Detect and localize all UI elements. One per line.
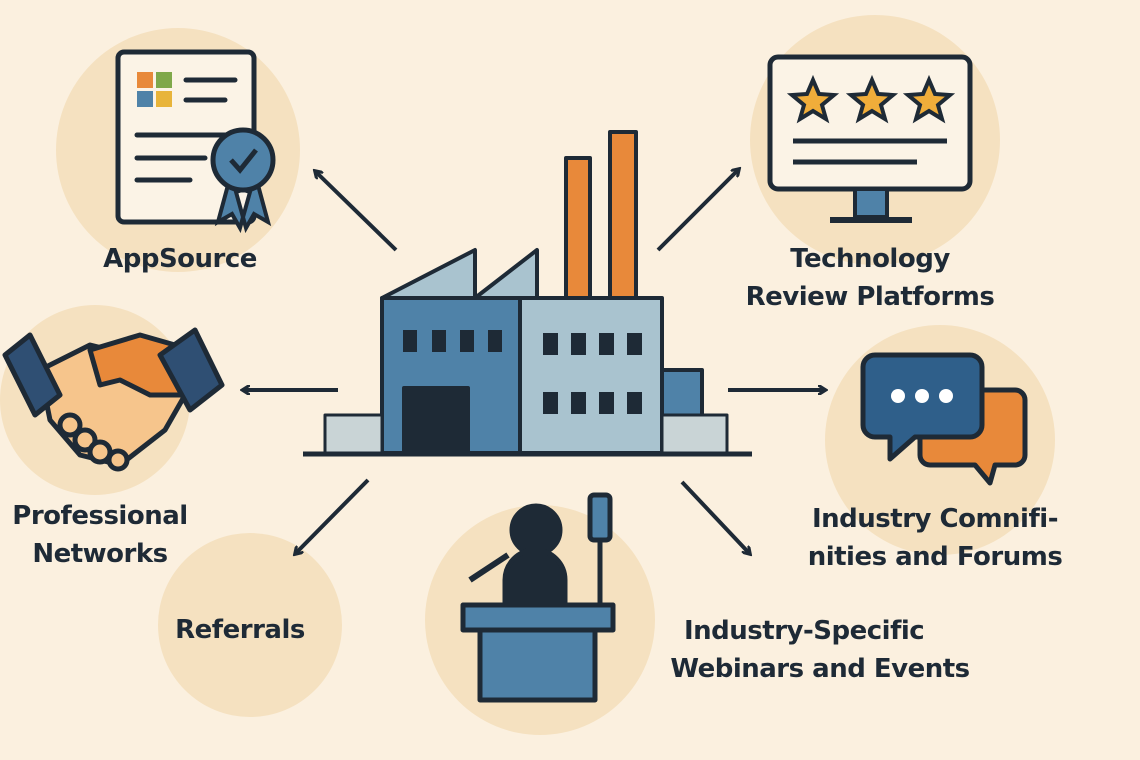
label-text: Referrals — [175, 615, 305, 645]
factory-icon — [303, 130, 752, 457]
handshake-icon — [2, 327, 225, 472]
label-line: Networks — [32, 539, 168, 569]
podium-speaker-icon — [460, 492, 616, 703]
certificate-document-icon — [115, 49, 276, 234]
label-line: Industry Comnifi- — [811, 504, 1059, 534]
label-line: Professional — [12, 501, 188, 531]
arrow-to-appsource — [316, 172, 398, 252]
label-referrals: Referrals — [160, 611, 320, 649]
arrows — [244, 170, 824, 553]
arrow-to-webinars — [680, 480, 749, 553]
label-line: nities and Forums — [807, 542, 1063, 572]
label-appsource: AppSource — [100, 240, 260, 278]
chat-bubbles-icon — [860, 352, 1028, 486]
monitor-stars-icon — [767, 54, 973, 223]
arrow-to-review-platforms — [656, 170, 738, 252]
label-professional-networks: Professional Networks — [5, 497, 195, 573]
label-industry-webinars: Industry-Specific Webinars and Events — [670, 612, 970, 688]
arrow-to-referrals — [296, 478, 370, 553]
label-industry-communities: Industry Comnifi- nities and Forums — [800, 500, 1070, 576]
label-line: Industry-Specific — [684, 616, 925, 646]
label-text: AppSource — [103, 244, 257, 274]
label-line: Review Platforms — [745, 282, 995, 312]
label-technology-review-platforms: Technology Review Platforms — [745, 240, 995, 316]
label-line: Technology — [790, 244, 950, 274]
label-line: Webinars and Events — [670, 654, 970, 684]
